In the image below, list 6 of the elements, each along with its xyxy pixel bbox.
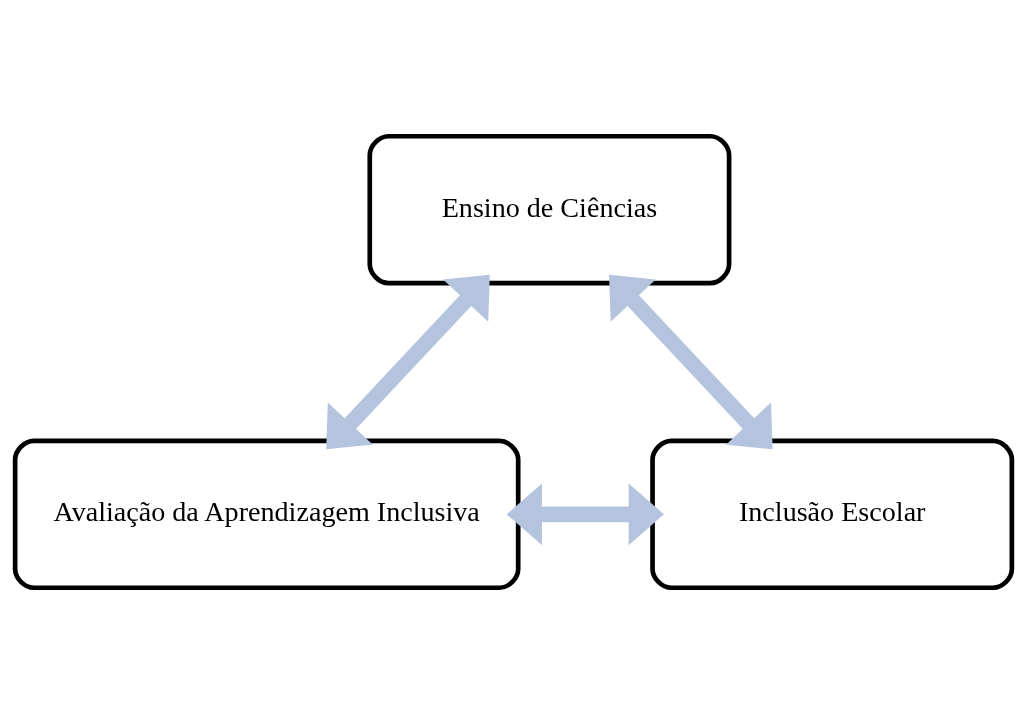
node-box: Avaliação da Aprendizagem Inclusiva [12, 438, 521, 591]
node-box: Ensino de Ciências [367, 133, 732, 286]
arrow [326, 274, 490, 450]
arrow [506, 483, 664, 546]
arrow [609, 274, 773, 450]
node-box: Inclusão Escolar [650, 438, 1015, 591]
